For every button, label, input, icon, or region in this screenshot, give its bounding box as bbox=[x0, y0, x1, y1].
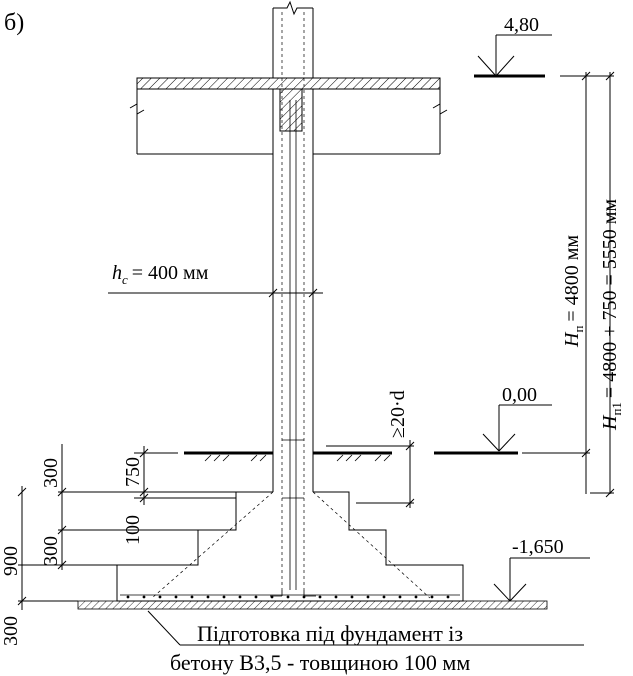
note-line-1: Підготовка під фундамент із bbox=[197, 621, 463, 646]
column-width-subscript: c bbox=[122, 272, 128, 287]
floor-height-value: = 4800 мм bbox=[561, 235, 583, 322]
floor-height-subscript: п bbox=[571, 326, 586, 333]
floor-slab bbox=[129, 77, 448, 155]
anchorage-label: ≥20·d bbox=[387, 390, 409, 438]
total-height-symbol: H bbox=[599, 414, 621, 431]
total-height-subscript: п1 bbox=[609, 402, 624, 415]
column bbox=[272, 0, 314, 590]
dim-100: 100 bbox=[122, 515, 144, 545]
column-width-symbol: h bbox=[112, 262, 122, 284]
dim-300-top: 300 bbox=[40, 458, 62, 488]
column-width-label: hc = 400 мм bbox=[112, 262, 209, 287]
dim-750: 750 bbox=[122, 457, 144, 487]
dim-300-bottom: 300 bbox=[0, 616, 22, 646]
left-dimensions: 750 300 100 300 900 300 bbox=[0, 444, 236, 646]
elevation-marker-top: 4,80 bbox=[474, 14, 552, 78]
total-height-value: = 4800 + 750 = 5550 мм bbox=[599, 199, 621, 398]
column-width-dimension: hc = 400 мм bbox=[108, 262, 323, 298]
floor-height-label: Hп = 4800 мм bbox=[561, 235, 586, 348]
elevation-top-label: 4,80 bbox=[504, 14, 539, 36]
height-dimensions: Hп = 4800 мм Hп1 = 4800 + 750 = 5550 мм bbox=[522, 71, 624, 498]
dim-900: 900 bbox=[0, 546, 22, 576]
ground-line bbox=[184, 451, 518, 462]
elevation-marker-ground: 0,00 bbox=[482, 384, 552, 452]
elevation-marker-bottom: -1,650 bbox=[493, 536, 590, 602]
total-height-label: Hп1 = 4800 + 750 = 5550 мм bbox=[599, 199, 624, 431]
dim-300-mid: 300 bbox=[40, 536, 62, 566]
column-width-value: = 400 мм bbox=[132, 262, 209, 284]
preparation-note: Підготовка під фундамент із бетону В3,5 … bbox=[147, 610, 584, 675]
elevation-ground-label: 0,00 bbox=[502, 384, 537, 406]
anchorage-dimension: ≥20·d bbox=[326, 390, 415, 508]
elevation-bottom-label: -1,650 bbox=[512, 536, 564, 558]
concrete-preparation-layer bbox=[77, 600, 548, 610]
bottom-rebar-dots bbox=[126, 595, 450, 599]
note-line-2: бетону В3,5 - товщиною 100 мм bbox=[170, 650, 470, 675]
floor-height-symbol: H bbox=[561, 331, 583, 348]
view-label: б) bbox=[4, 10, 24, 36]
